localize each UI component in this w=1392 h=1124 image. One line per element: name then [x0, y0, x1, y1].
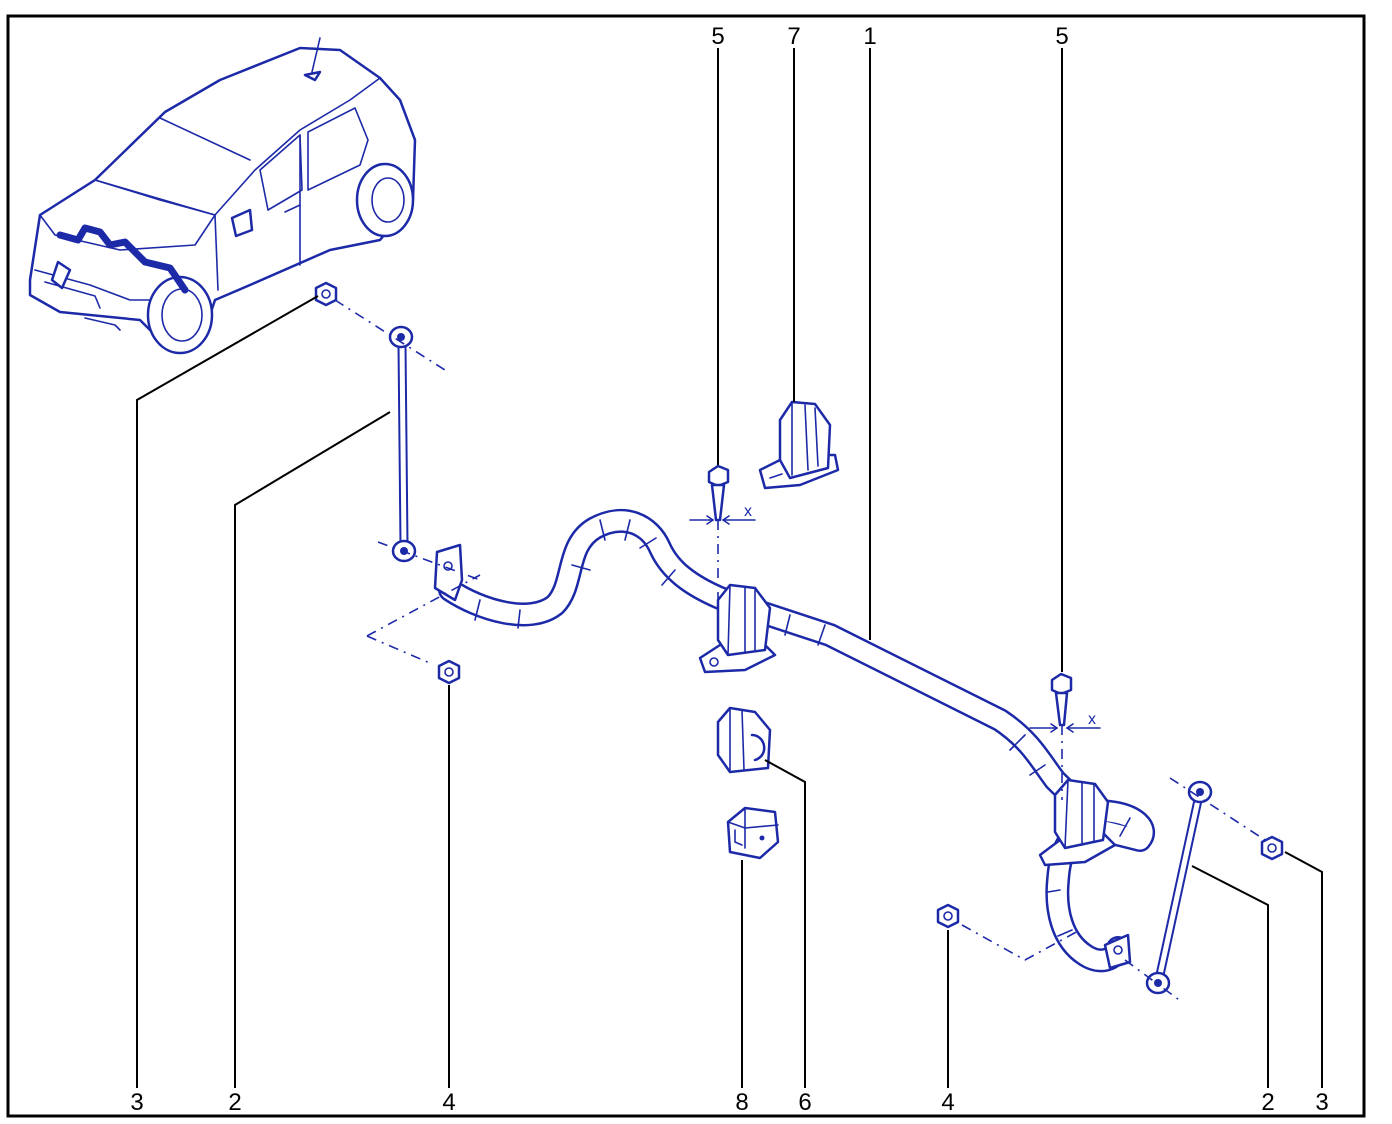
callout-bottom-clip: 8: [735, 1089, 748, 1116]
bar-mount-left: [698, 583, 777, 674]
callout-bottom-link-left: 2: [228, 1089, 241, 1116]
diagram-frame: [6, 14, 1366, 1118]
dimension-x-left: x: [744, 503, 752, 520]
callout-bottom-nut-mid-right: 4: [941, 1089, 954, 1116]
callout-top-bolt-right: 5: [1055, 23, 1068, 50]
callout-bottom-nut-right: 3: [1315, 1089, 1328, 1116]
stabilizer-bar: [433, 508, 1155, 973]
link-rod-right: [1124, 777, 1266, 1003]
dimension-x-right: x: [1088, 711, 1096, 728]
bolt-right: x: [1029, 672, 1101, 800]
nut-top-left: [314, 281, 338, 307]
callout-labels: 5 7 1 5 3 2 4 8 6 4 2 3: [130, 23, 1328, 1116]
callout-top-bar: 1: [863, 23, 876, 50]
nut-mid-right: [936, 903, 1081, 961]
bolt-left: x: [689, 464, 756, 600]
callout-top-bolt-left: 5: [711, 23, 724, 50]
clip-part: [726, 806, 780, 860]
nut-right: [1260, 835, 1284, 861]
bar-mount-right: [1038, 778, 1117, 867]
bracket-part: [758, 400, 840, 490]
callout-top-bracket: 7: [787, 23, 800, 50]
callout-bottom-bushing: 6: [798, 1089, 811, 1116]
leader-lines: [136, 48, 1323, 1088]
callout-bottom-nut-left: 3: [130, 1089, 143, 1116]
link-rod-left: [334, 299, 481, 581]
callout-bottom-link-right: 2: [1261, 1089, 1274, 1116]
car-illustration: [28, 37, 417, 355]
nut-mid-left: [366, 574, 481, 685]
bushing-part: [716, 706, 772, 774]
callout-bottom-nut-mid-left: 4: [442, 1089, 455, 1116]
